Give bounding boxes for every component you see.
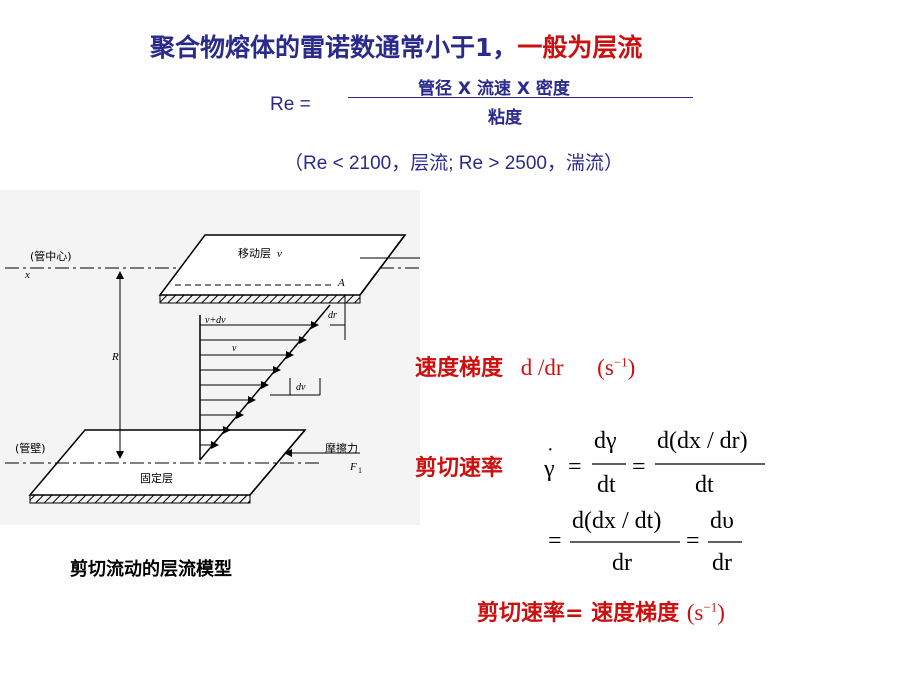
eq1-frac2-num: d(dx / dr) (657, 428, 748, 454)
label-pipe-wall: (管壁) (15, 441, 46, 455)
title-main: 聚合物熔体的雷诺数通常小于1， (150, 33, 518, 62)
svg-text:=: = (686, 528, 700, 554)
label-v: v (232, 343, 237, 354)
eq1-frac1-den: dt (597, 472, 616, 498)
label-moving-layer-var: v (277, 248, 282, 260)
moving-layer-hatch (159, 294, 361, 304)
velocity-gradient: 速度梯度 d /dr (s−1) (415, 350, 635, 382)
laminar-flow-diagram: (管中心) (管壁) 移动层 v 固定层 外力 F 摩擦力 F 1 x x A … (0, 190, 420, 525)
svg-text:=: = (632, 454, 646, 480)
velocity-gradient-unit-close: ) (627, 355, 636, 380)
fixed-layer-hatch (29, 494, 251, 504)
eq2-frac2-den: dr (712, 550, 732, 576)
conclusion-unit-exp: −1 (703, 599, 718, 615)
label-pipe-center: (管中心) (30, 249, 72, 263)
velocity-gradient-label: 速度梯度 (415, 356, 504, 381)
velocity-gradient-expr: d /dr (520, 355, 564, 380)
label-friction-sub: 1 (358, 466, 362, 475)
label-dv: dv (296, 382, 306, 393)
svg-text:=: = (548, 528, 562, 554)
eq1-frac1-num: dγ (594, 428, 617, 454)
diagram-caption: 剪切流动的层流模型 (70, 559, 232, 580)
gamma-dot: γ (543, 456, 555, 482)
title-emphasis: 一般为层流 (517, 33, 643, 62)
velocity-gradient-unit-exp: −1 (613, 354, 628, 370)
label-area: A (337, 277, 345, 289)
eq2-frac2-num: dυ (710, 508, 734, 534)
reynolds-denominator: 粘度 (488, 108, 522, 128)
slide-title: 聚合物熔体的雷诺数通常小于1，一般为层流 (150, 28, 642, 64)
fraction-line (348, 97, 693, 98)
conclusion-unit: (s (686, 600, 704, 625)
reynolds-note: （Re < 2100，层流; Re > 2500，湍流） (284, 153, 623, 174)
label-radius: R (111, 351, 119, 363)
label-friction: 摩擦力 (325, 441, 358, 455)
eq2-frac1-den: dr (612, 550, 632, 576)
label-v-plus-dv: v+dv (205, 315, 226, 326)
label-dr: dr (328, 310, 337, 321)
reynolds-label: Re = (270, 94, 311, 115)
reynolds-numerator: 管径 X 流速 X 密度 (418, 79, 570, 99)
svg-text:·: · (547, 439, 554, 461)
label-x-left: x (24, 269, 30, 281)
velocity-gradient-unit: (s (597, 355, 614, 380)
shear-rate-equations: γ · = dγ dt = d(dx / dr) dt = d(dx / dt)… (543, 428, 765, 576)
label-moving-layer: 移动层 (238, 247, 271, 260)
conclusion: 剪切速率= 速度梯度 (s−1) (477, 595, 725, 627)
shear-rate-label: 剪切速率 (415, 456, 504, 481)
eq1-frac2-den: dt (695, 472, 714, 498)
conclusion-text: 剪切速率= 速度梯度 (477, 601, 680, 626)
label-fixed-layer: 固定层 (140, 471, 173, 485)
svg-text:=: = (568, 454, 582, 480)
conclusion-unit-close: ) (717, 600, 725, 625)
eq2-frac1-num: d(dx / dt) (572, 508, 661, 534)
label-friction-var: F (349, 461, 357, 473)
